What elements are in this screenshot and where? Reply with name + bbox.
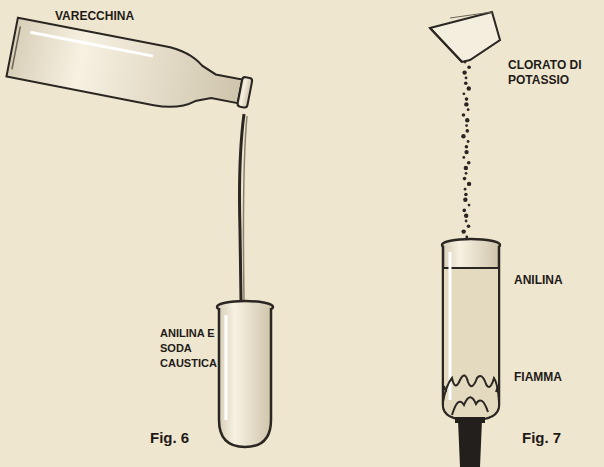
flame <box>443 375 499 415</box>
bleach-bottle <box>6 18 255 123</box>
paper-scoop <box>430 12 500 62</box>
bottle-label: VARECCHINA <box>55 9 175 24</box>
tube-label: ANILINA E SODA CAUSTICA <box>160 326 217 371</box>
powder-stream <box>461 61 471 239</box>
figure-number: Fig. 6 <box>150 430 210 445</box>
test-tube <box>442 239 500 420</box>
powder-label: CLORATO DI POTASSIO <box>508 58 600 88</box>
test-tube <box>217 301 273 447</box>
flame-label: FIAMMA <box>514 370 594 385</box>
figure-number: Fig. 7 <box>522 430 582 445</box>
burner <box>455 417 485 467</box>
liquid-label: ANILINA <box>514 273 594 288</box>
